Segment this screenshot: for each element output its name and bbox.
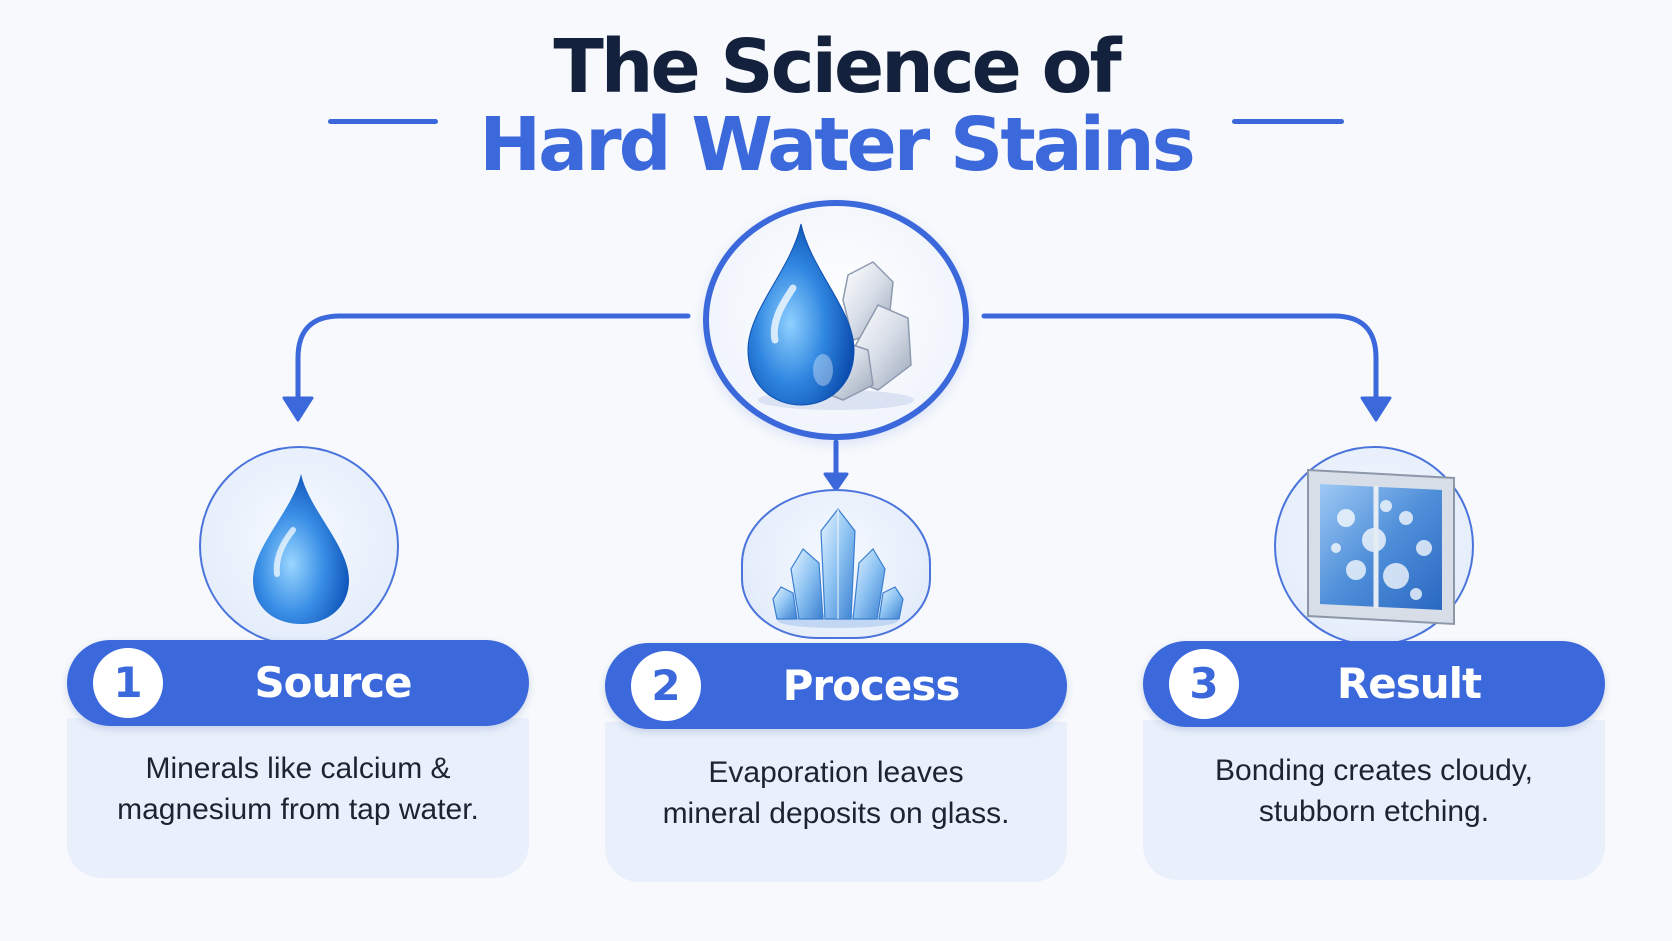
step-1-description-line-1: Minerals like calcium & — [145, 752, 451, 785]
step-1-icon-circle — [199, 446, 399, 646]
title-line-1: The Science of — [553, 24, 1121, 110]
step-3-icon-circle — [1274, 446, 1474, 646]
step-3-description-line-1: Bonding creates cloudy, — [1215, 754, 1533, 787]
crystal-cluster-icon — [772, 508, 904, 628]
step-2-header: 2 Process — [605, 643, 1067, 729]
step-3-description-card: Bonding creates cloudy, stubborn etching… — [1143, 720, 1605, 880]
water-drop-with-crystals-icon — [747, 223, 914, 410]
arrowhead-middle — [823, 472, 849, 492]
title-decoration-left — [328, 119, 438, 124]
arrowhead-right — [1360, 396, 1392, 422]
step-1-description: Minerals like calcium & magnesium from t… — [87, 748, 509, 830]
stained-window-icon — [1307, 468, 1455, 626]
step-3-label: Result — [1336, 659, 1482, 708]
step-2-label: Process — [782, 661, 961, 710]
step-1-header: 1 Source — [67, 640, 529, 726]
connector-right — [981, 313, 1379, 403]
step-1-description-line-2: magnesium from tap water. — [117, 793, 479, 826]
step-2-number-badge: 2 — [631, 651, 701, 721]
step-3-description-line-2: stubborn etching. — [1258, 795, 1490, 828]
step-3-number-badge: 3 — [1169, 649, 1239, 719]
step-2-description-line-2: mineral deposits on glass. — [662, 797, 1010, 830]
water-drop-icon — [253, 474, 349, 624]
step-1-description-card: Minerals like calcium & magnesium from t… — [67, 718, 529, 878]
step-1-number-badge: 1 — [93, 648, 163, 718]
connector-left — [295, 313, 691, 403]
step-3-header: 3 Result — [1143, 641, 1605, 727]
step-2-icon-circle — [741, 489, 931, 639]
step-2-description-card: Evaporation leaves mineral deposits on g… — [605, 722, 1067, 882]
step-2-description-line-1: Evaporation leaves — [708, 756, 964, 789]
step-2-description: Evaporation leaves mineral deposits on g… — [625, 752, 1047, 834]
step-1-label: Source — [254, 658, 412, 707]
title-line-2: Hard Water Stains — [479, 102, 1196, 188]
hub-circle — [703, 200, 969, 440]
step-3-description: Bonding creates cloudy, stubborn etching… — [1163, 750, 1585, 832]
title-decoration-right — [1232, 119, 1344, 124]
arrowhead-left — [282, 396, 314, 422]
